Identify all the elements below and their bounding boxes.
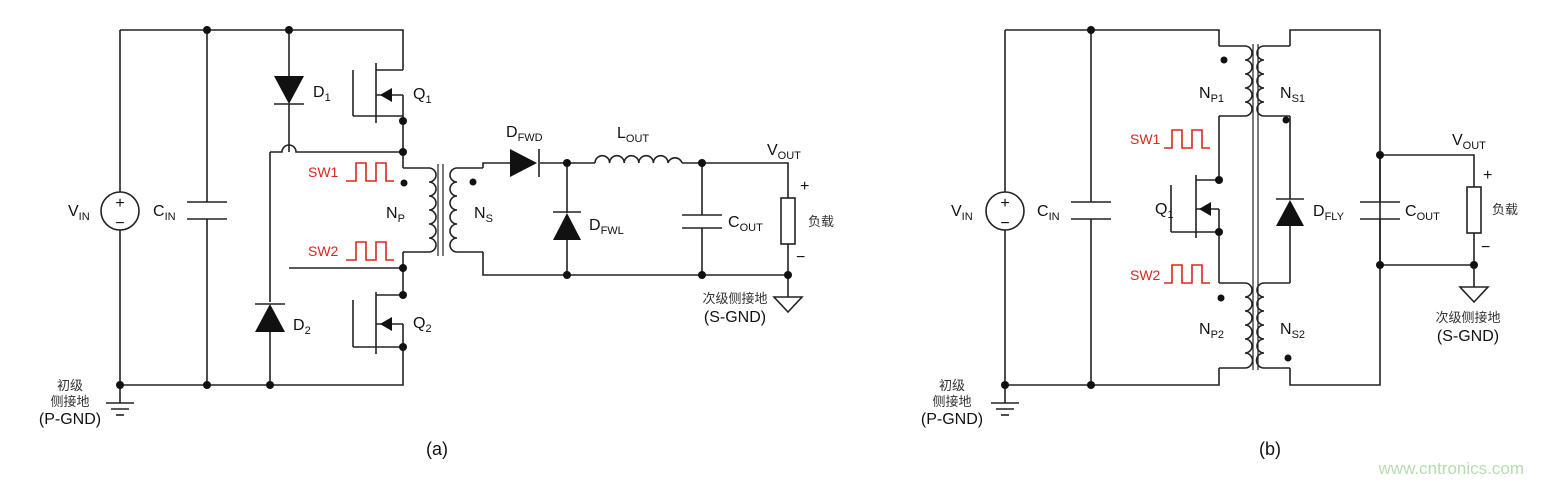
d2-label-a: D2 xyxy=(293,317,311,337)
junction-dots-b xyxy=(1001,26,1478,389)
secondary-gnd-label-a-line2: (S-GND) xyxy=(704,309,766,326)
cin-label-a: CIN xyxy=(153,203,176,223)
minus-sign-b: − xyxy=(1481,239,1490,256)
ns2-label-b: NS2 xyxy=(1280,321,1305,341)
q2-mosfet-a xyxy=(352,292,404,354)
load-label-a: 负载 xyxy=(808,215,834,230)
np1-label-b: NP1 xyxy=(1199,85,1224,105)
plus-sign-a: + xyxy=(800,178,809,195)
sw2-waveform-b xyxy=(1164,264,1210,284)
secondary-gnd-label-b-line1: 次级侧接地 xyxy=(1435,310,1500,326)
primary-gnd-label-b-line1: 初级 xyxy=(939,379,965,394)
np2-label-b: NP2 xyxy=(1199,321,1224,341)
vout-label-a: VOUT xyxy=(767,142,801,162)
primary-gnd-label-a-line3: (P-GND) xyxy=(39,411,101,428)
lout-label-a: LOUT xyxy=(617,125,649,145)
svg-text:+: + xyxy=(1000,195,1009,212)
sw2-waveform-a xyxy=(346,241,394,261)
lout-inductor-a xyxy=(594,154,683,164)
sw1-label-b: SW1 xyxy=(1130,131,1161,147)
caption-b: (b) xyxy=(1259,439,1281,459)
dfwd-diode-a xyxy=(510,149,540,177)
vin-source-b: + − xyxy=(985,191,1025,232)
ns1-label-b: NS1 xyxy=(1280,85,1305,105)
vin-label-b: VIN xyxy=(951,203,973,223)
d1-label-a: D1 xyxy=(313,84,331,104)
sw1-label-a: SW1 xyxy=(308,164,339,180)
junction-dots-a xyxy=(116,26,792,389)
svg-text:−: − xyxy=(115,215,124,232)
minus-sign-a: − xyxy=(796,249,805,266)
dfly-diode-b xyxy=(1276,198,1304,226)
load-label-b: 负载 xyxy=(1492,203,1518,218)
load-resistor-a xyxy=(780,197,796,245)
transformer-a xyxy=(400,164,483,256)
primary-ground-b xyxy=(991,402,1019,416)
dfwd-label-a: DFWD xyxy=(506,124,543,144)
cin-capacitor-b xyxy=(1071,201,1111,220)
d1-diode-a xyxy=(274,76,304,105)
watermark: www.cntronics.com xyxy=(1378,459,1524,478)
primary-gnd-label-a-line2: 侧接地 xyxy=(50,394,89,410)
secondary-gnd-label-a-line1: 次级侧接地 xyxy=(702,291,767,307)
vout-label-b: VOUT xyxy=(1452,132,1486,152)
cout-label-a: COUT xyxy=(728,214,763,234)
secondary-gnd-label-b-line2: (S-GND) xyxy=(1437,328,1499,345)
dfwl-diode-a xyxy=(553,211,581,240)
dfly-label-b: DFLY xyxy=(1313,203,1345,223)
vin-label-a: VIN xyxy=(68,203,90,223)
q1-mosfet-a xyxy=(352,63,404,123)
np-label-a: NP xyxy=(386,205,405,225)
q1-mosfet-b xyxy=(1170,175,1220,238)
primary-ground-a xyxy=(106,402,134,416)
circuit-b: + − VIN CIN NP1 NP2 NS1 NS2 xyxy=(921,26,1518,459)
cin-label-b: CIN xyxy=(1037,203,1060,223)
primary-gnd-label-b-line3: (P-GND) xyxy=(921,411,983,428)
cout-label-b: COUT xyxy=(1405,203,1440,223)
cin-capacitor-a xyxy=(187,201,227,220)
secondary-ground-b xyxy=(1458,286,1490,304)
secondary-ground-a xyxy=(772,296,804,314)
q1-label-a: Q1 xyxy=(413,86,432,106)
load-resistor-b xyxy=(1466,186,1482,234)
vin-source-a: + − xyxy=(100,191,140,232)
svg-text:+: + xyxy=(115,195,124,212)
q1-label-b: Q1 xyxy=(1155,201,1174,221)
ns-label-a: NS xyxy=(474,205,493,225)
circuit-a: + − VIN CIN D1 D2 Q1 xyxy=(39,26,834,459)
q2-label-a: Q2 xyxy=(413,315,432,335)
sw1-waveform-a xyxy=(346,162,394,182)
sw1-waveform-b xyxy=(1164,129,1210,149)
circuit-a-wires xyxy=(119,29,789,403)
dfwl-label-a: DFWL xyxy=(589,217,624,237)
cout-capacitor-a xyxy=(682,214,722,229)
svg-text:−: − xyxy=(1000,215,1009,232)
plus-sign-b: + xyxy=(1483,167,1492,184)
transformer-b xyxy=(1217,44,1292,370)
cout-capacitor-b xyxy=(1360,201,1400,220)
caption-a: (a) xyxy=(426,439,448,459)
primary-gnd-label-b-line2: 侧接地 xyxy=(932,394,971,410)
circuit-b-wires xyxy=(1004,29,1475,403)
sw2-label-a: SW2 xyxy=(308,243,339,259)
sw2-label-b: SW2 xyxy=(1130,267,1161,283)
d2-diode-a xyxy=(255,303,285,332)
primary-gnd-label-a-line1: 初级 xyxy=(57,379,83,394)
